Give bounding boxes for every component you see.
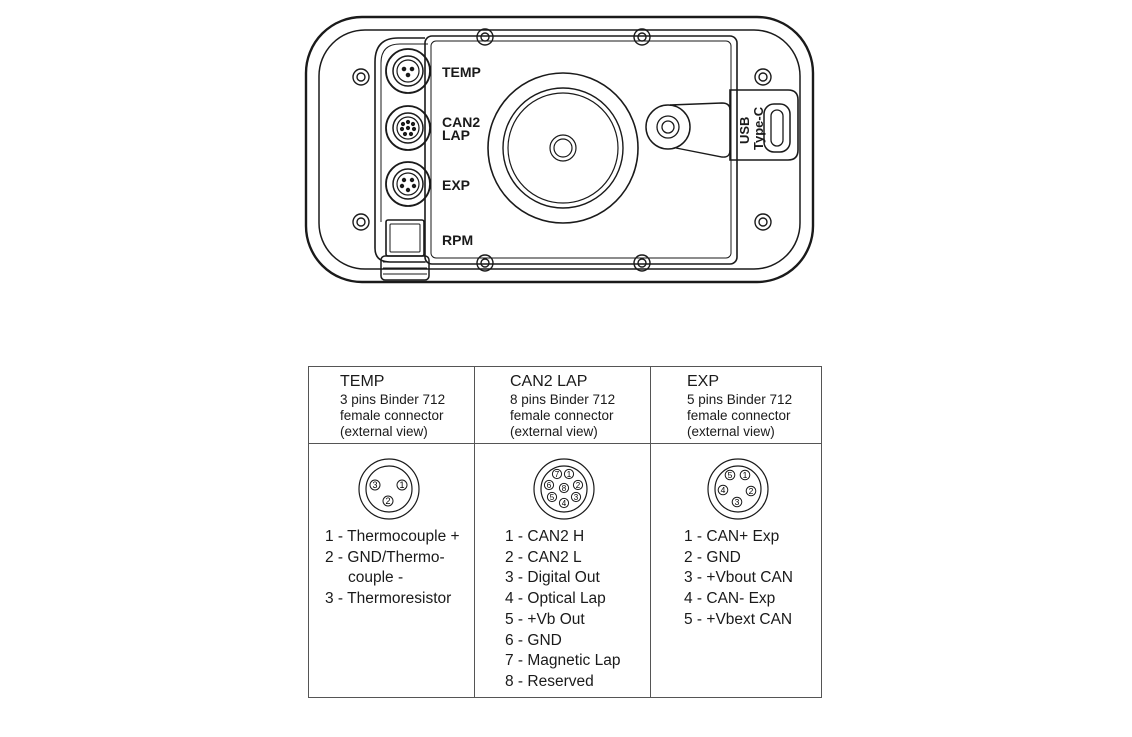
pinout-table: TEMP 3 pins Binder 712 female connector … — [308, 366, 822, 698]
pin-number: 5 — [728, 470, 733, 480]
can2-lap-title: CAN2 LAP — [510, 373, 588, 390]
exp-connector-icon — [385, 161, 431, 207]
can2-lap-connector-icon — [385, 105, 431, 151]
usb-label: USB — [737, 117, 752, 144]
screw-icon — [476, 28, 494, 46]
screw-icon — [476, 254, 494, 272]
exp-pin-list: 1 - CAN+ Exp 2 - GND 3 - +Vbout CAN 4 - … — [684, 527, 793, 631]
pin-number: 3 — [574, 493, 579, 502]
can2-lap-desc-line: female connector — [510, 408, 614, 423]
pin-number: 7 — [555, 470, 560, 479]
temp-pin-list: 1 - Thermocouple + 2 - GND/Thermo- coupl… — [325, 527, 460, 610]
device-housing-inner — [318, 29, 801, 270]
temp-description: 3 pins Binder 712 female connector (exte… — [340, 392, 445, 440]
list-item: 4 - CAN- Exp — [684, 590, 776, 608]
list-item: 2 - GND — [684, 548, 741, 566]
rpm-label: RPM — [442, 232, 473, 248]
exp-label: EXP — [442, 177, 470, 193]
temp-connector-icon — [385, 48, 431, 94]
list-item: 3 - Digital Out — [505, 569, 600, 587]
can2-lap-pin-list: 1 - CAN2 H 2 - CAN2 L 3 - Digital Out 4 … — [505, 527, 620, 693]
list-item: 8 - Reserved — [505, 672, 594, 690]
list-item: 1 - Thermocouple + — [325, 528, 460, 545]
pin-number: 6 — [547, 481, 552, 490]
pin-number: 8 — [562, 484, 567, 493]
usb-typec-label: Type-C — [751, 106, 766, 150]
list-item: 2 - CAN2 L — [505, 548, 582, 566]
exp-column: EXP 5 pins Binder 712 female connector (… — [650, 367, 821, 697]
exp-desc-line: 5 pins Binder 712 — [687, 392, 793, 407]
connector-strip-inner — [380, 43, 428, 222]
screw-icon — [754, 213, 772, 231]
screw-icon — [633, 28, 651, 46]
pin-number: 2 — [749, 486, 754, 496]
exp-pinout-icon: 1 2 3 4 5 — [707, 458, 769, 520]
exp-description: 5 pins Binder 712 female connector (exte… — [687, 392, 792, 440]
pin-number: 4 — [721, 485, 726, 495]
can2-lap-column: CAN2 LAP 8 pins Binder 712 female connec… — [474, 367, 650, 697]
list-item: 1 - CAN2 H — [505, 528, 585, 545]
list-item: 3 - +Vbout CAN — [684, 569, 793, 587]
temp-title: TEMP — [340, 373, 385, 390]
exp-desc-line: female connector — [687, 408, 791, 423]
can2-lap-desc-line: 8 pins Binder 712 — [510, 392, 616, 407]
can2-lap-header: CAN2 LAP 8 pins Binder 712 female connec… — [475, 367, 650, 444]
list-item: 2 - GND/Thermo- — [325, 548, 445, 566]
can2-lap-desc-line: (external view) — [510, 424, 598, 439]
pin-number: 2 — [576, 481, 581, 490]
list-item: 4 - Optical Lap — [505, 590, 606, 608]
pin-number: 3 — [372, 480, 377, 490]
temp-column: TEMP 3 pins Binder 712 female connector … — [309, 367, 474, 697]
can2-lap-description: 8 pins Binder 712 female connector (exte… — [510, 392, 615, 440]
lap-label: LAP — [442, 127, 470, 143]
list-item: 3 - Thermoresistor — [325, 590, 452, 608]
can2-lap-pinout-icon: 1 2 3 4 5 6 7 8 — [533, 458, 595, 520]
exp-desc-line: (external view) — [687, 424, 775, 439]
exp-title: EXP — [687, 373, 720, 390]
rear-plate — [424, 35, 738, 265]
pin-number: 3 — [735, 497, 740, 507]
pin-number: 1 — [567, 470, 572, 479]
screw-icon — [754, 68, 772, 86]
pin-number: 1 — [743, 470, 748, 480]
exp-header: EXP 5 pins Binder 712 female connector (… — [651, 367, 821, 444]
center-disc — [487, 72, 639, 224]
pin-number: 5 — [550, 493, 555, 502]
connector-strip — [374, 37, 425, 263]
list-item: 1 - CAN+ Exp — [684, 528, 780, 545]
screw-icon — [633, 254, 651, 272]
temp-label: TEMP — [442, 64, 481, 80]
list-item: 6 - GND — [505, 631, 562, 649]
usb-cover-knob — [645, 102, 731, 158]
list-item: 5 - +Vb Out — [505, 610, 585, 628]
pin-number: 4 — [562, 499, 567, 508]
rpm-cable-gland — [380, 219, 430, 281]
rear-plate-inner — [430, 40, 732, 259]
temp-pinout-icon: 1 2 3 — [358, 458, 420, 520]
can2-label: CAN2 — [442, 114, 480, 130]
temp-header: TEMP 3 pins Binder 712 female connector … — [309, 367, 474, 444]
screw-icon — [352, 68, 370, 86]
pin-number: 1 — [399, 480, 404, 490]
screw-icon — [352, 213, 370, 231]
device-back-view-drawing: TEMP CAN2 LAP EXP RPM USB Type-C — [304, 15, 815, 284]
usb-typec-port — [729, 89, 799, 161]
list-item: 5 - +Vbext CAN — [684, 610, 793, 628]
list-item: couple - — [348, 569, 404, 587]
pin-number: 2 — [385, 496, 390, 506]
temp-desc-line: 3 pins Binder 712 — [340, 392, 446, 407]
temp-desc-line: (external view) — [340, 424, 428, 439]
device-housing-outer — [304, 15, 815, 284]
list-item: 7 - Magnetic Lap — [505, 652, 621, 670]
temp-desc-line: female connector — [340, 408, 444, 423]
